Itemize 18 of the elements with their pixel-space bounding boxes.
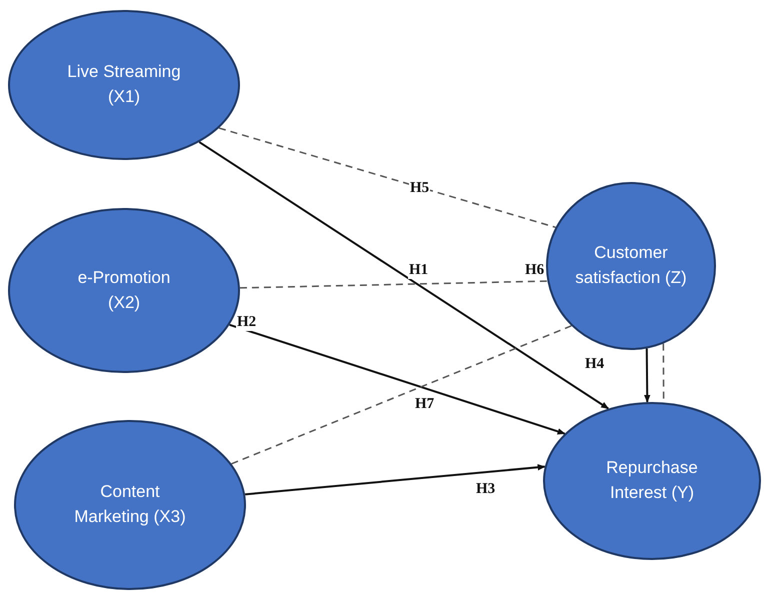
node-label: Content Marketing (X3) [73,481,187,528]
arrow [229,324,566,435]
node-label: Live Streaming (X1) [66,61,182,108]
ellipse-node [14,420,246,590]
dashed-line [231,325,572,464]
ellipse-node [8,10,240,160]
node-label: Customer satisfaction (Z) [574,242,688,289]
node-label: e-Promotion (X2) [76,266,172,314]
ellipse-node [546,182,716,350]
ellipse-node [543,402,761,560]
arrow [198,141,609,410]
edge-label: H1 [408,262,430,278]
arrow [644,348,650,403]
node-label: Repurchase Interest (Y) [605,457,699,504]
arrow [245,464,546,496]
dashed-line [240,280,548,289]
dashed-line [218,127,556,228]
edge-label: H2 [236,314,258,330]
